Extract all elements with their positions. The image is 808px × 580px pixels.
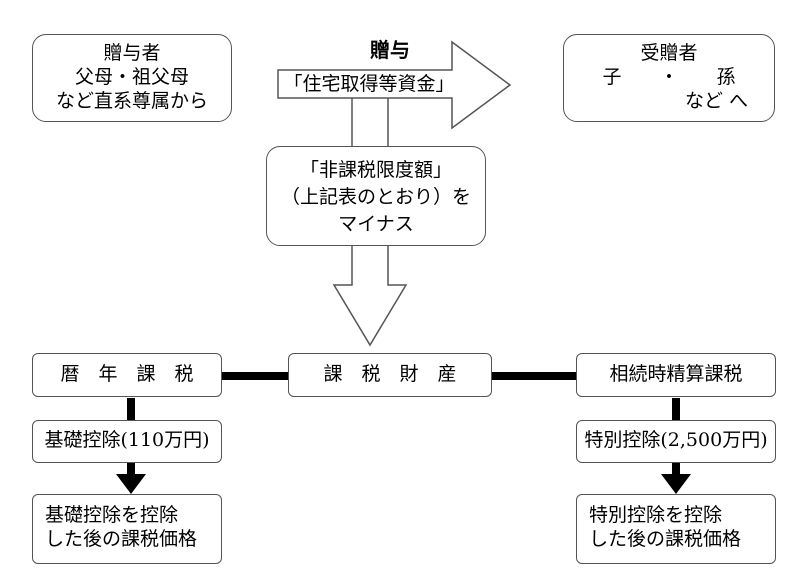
property-box: 課 税 財 産 [288, 353, 492, 397]
gift-title: 贈与 [370, 38, 410, 62]
annual-result-line-2: した後の課税価格 [45, 528, 198, 550]
giver-line-2: 父母・祖父母 [74, 66, 189, 88]
settlement-down-arrow [661, 463, 691, 494]
gift-right-arrow [277, 40, 512, 130]
settlement-result-line-2: した後の課税価格 [589, 528, 742, 550]
hollow-down-arrow [332, 98, 408, 347]
giver-line-1: 贈与者 [103, 42, 161, 64]
connector-settlement-deduction [672, 398, 680, 420]
annual-result-box: 基礎控除を控除 した後の課税価格 [32, 494, 222, 564]
connector-annual-property [222, 372, 288, 380]
settlement-deduction: 特別控除(2,500万円) [584, 429, 768, 451]
annual-deduction-box: 基礎控除(110万円) [32, 420, 222, 463]
settlement-title: 相続時精算課税 [609, 363, 743, 385]
receiver-box: 受贈者 子 ・ 孫 など へ [563, 34, 775, 122]
connector-annual-deduction [127, 398, 135, 420]
receiver-line-3: など へ [589, 90, 749, 112]
annual-result-line-1: 基礎控除を控除 [45, 504, 179, 526]
property-label: 課 税 財 産 [323, 363, 457, 385]
receiver-line-1: 受贈者 [640, 42, 698, 64]
exemption-line-2: （上記表のとおり）を [280, 186, 471, 208]
annual-down-arrow [116, 463, 146, 494]
exemption-line-1: 「非課税限度額」 [299, 159, 452, 181]
settlement-result-line-1: 特別控除を控除 [589, 504, 723, 526]
annual-deduction: 基礎控除(110万円) [44, 429, 210, 451]
settlement-title-box: 相続時精算課税 [576, 353, 776, 397]
annual-title: 暦 年 課 税 [60, 363, 194, 385]
gift-label: 「住宅取得等資金」 [283, 73, 455, 95]
settlement-result-box: 特別控除を控除 した後の課税価格 [576, 494, 776, 564]
settlement-deduction-box: 特別控除(2,500万円) [576, 420, 776, 463]
connector-property-settlement [492, 372, 576, 380]
exemption-box: 「非課税限度額」 （上記表のとおり）を マイナス [266, 146, 486, 246]
exemption-line-3: マイナス [338, 213, 414, 235]
giver-box: 贈与者 父母・祖父母 など直系尊属から [32, 34, 232, 122]
annual-title-box: 暦 年 課 税 [32, 353, 222, 397]
giver-line-3: など直系尊属から [55, 90, 208, 112]
receiver-line-2: 子 ・ 孫 [602, 66, 736, 88]
